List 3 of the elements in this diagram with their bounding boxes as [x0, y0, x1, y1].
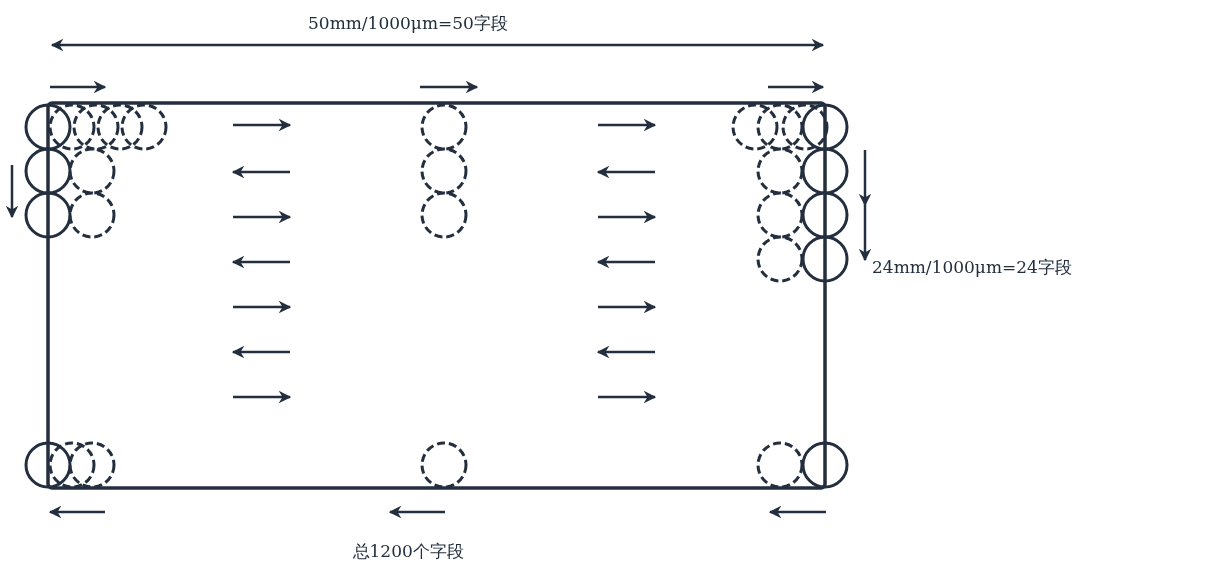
dimension-label: 24mm/1000μm=24字段 [872, 256, 1072, 279]
total-count-label: 总1200个字段 [352, 540, 464, 563]
dimension-label: 50mm/1000μm=50字段 [308, 12, 508, 35]
